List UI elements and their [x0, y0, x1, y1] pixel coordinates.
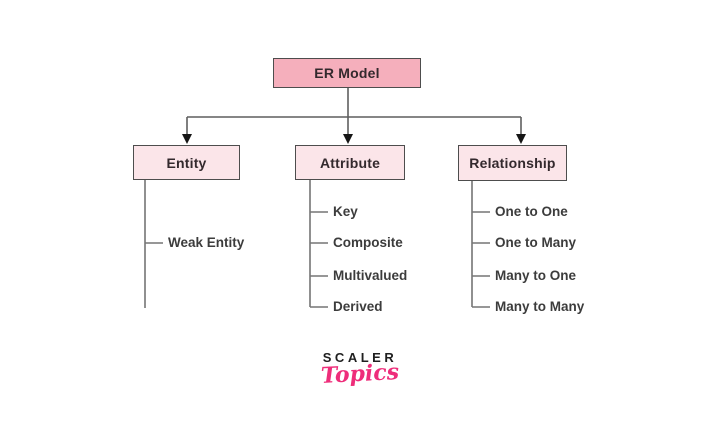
relationship-box: Relationship — [458, 145, 567, 181]
arrowhead-down-icon — [182, 134, 192, 144]
leaf-one-to-one: One to One — [495, 204, 568, 219]
arrowhead-down-icon — [343, 134, 353, 144]
leaf-composite: Composite — [333, 235, 403, 250]
scaler-wordmark: SCALER — [322, 350, 398, 365]
leaf-multivalued: Multivalued — [333, 268, 408, 283]
leaf-one-to-many: One to Many — [495, 235, 577, 250]
relationship-label: Relationship — [469, 155, 556, 171]
er-model-label: ER Model — [314, 65, 380, 81]
entity-label: Entity — [166, 154, 207, 171]
leaf-many-to-many: Many to Many — [495, 299, 585, 314]
arrowhead-down-icon — [516, 134, 526, 144]
er-model-box: ER Model — [273, 58, 421, 88]
leaf-weak-entity: Weak Entity — [168, 235, 245, 250]
leaf-derived: Derived — [333, 299, 383, 314]
attribute-box: Attribute — [295, 145, 405, 180]
attribute-label: Attribute — [319, 154, 381, 171]
leaf-key: Key — [333, 204, 358, 219]
leaf-many-to-one: Many to One — [495, 268, 577, 283]
entity-box: Entity — [133, 145, 240, 180]
scaler-topics-logo: SCALER Topics — [295, 350, 425, 389]
